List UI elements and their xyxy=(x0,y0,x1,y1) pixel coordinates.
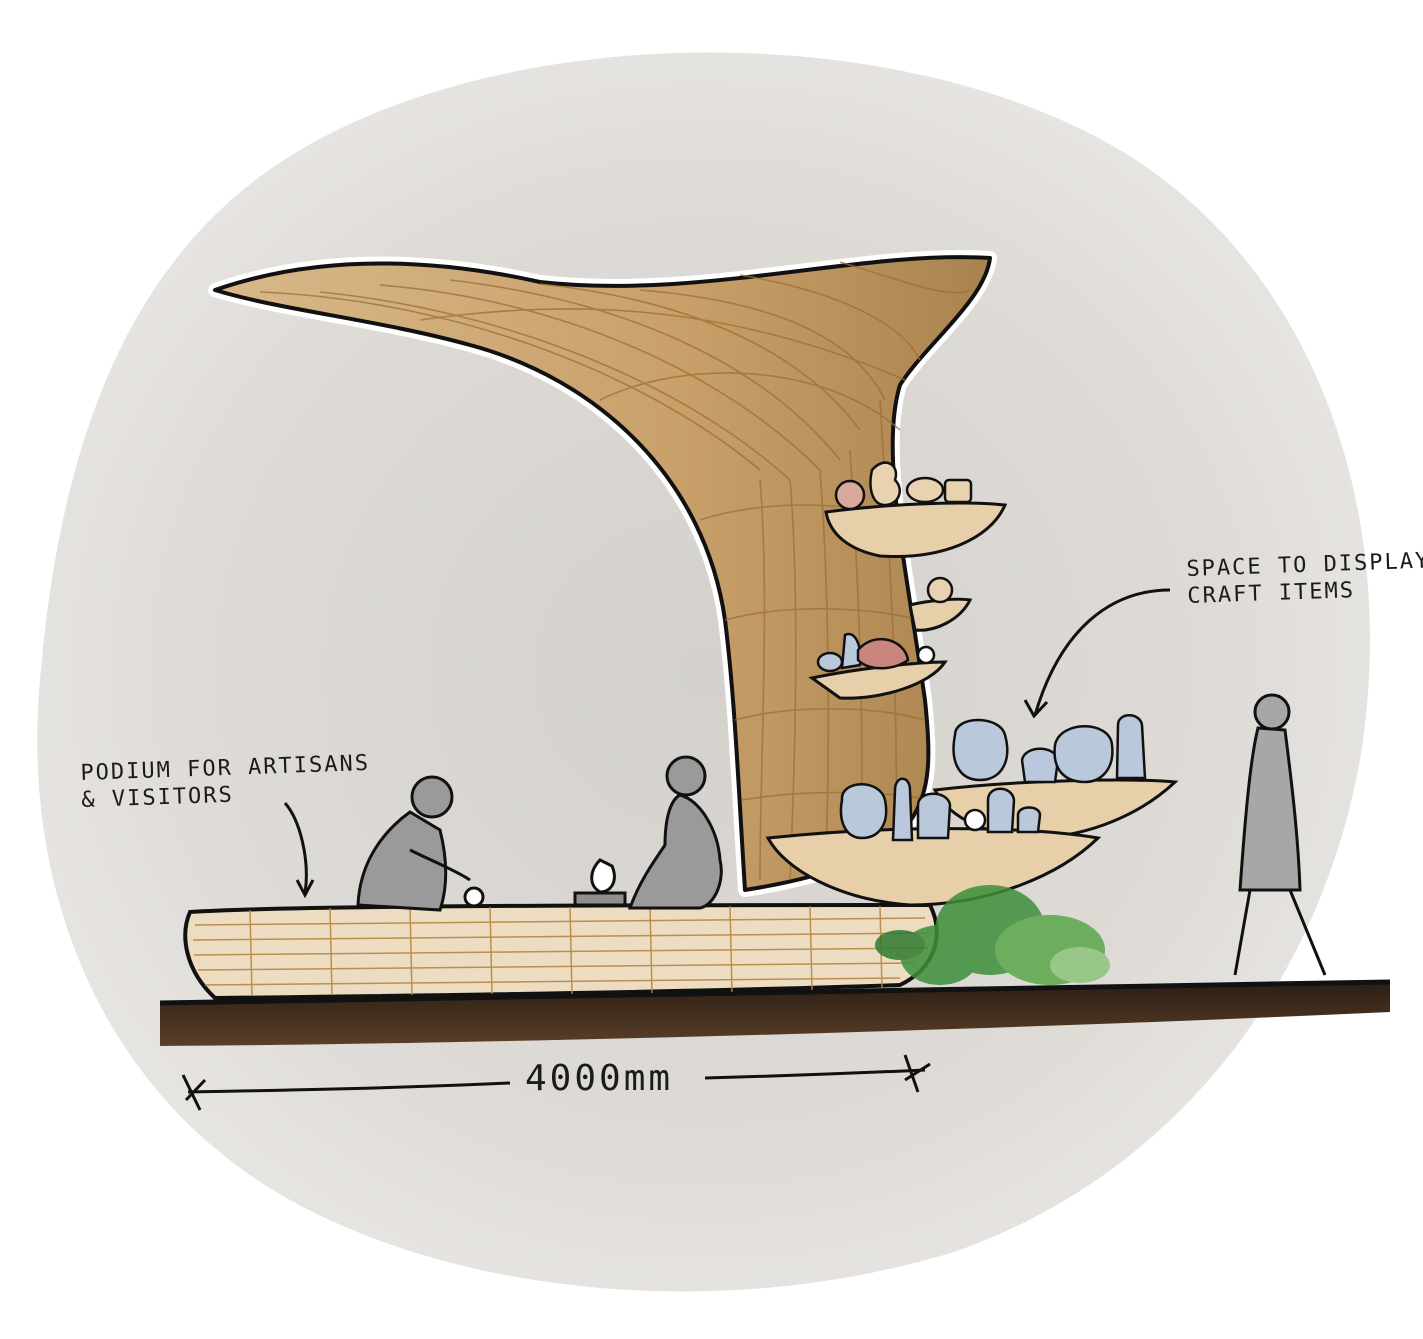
callout-arrows xyxy=(283,588,1171,899)
podium-callout-arrow xyxy=(283,802,308,894)
rattan-canopy-structure xyxy=(208,250,997,897)
podium xyxy=(183,902,939,1001)
seated-artisan-left xyxy=(356,775,485,912)
seated-artisan-right xyxy=(573,755,723,910)
standing-visitor xyxy=(1233,693,1327,976)
dimension-line xyxy=(181,1054,931,1111)
dimension-label: 4000mm xyxy=(525,1058,674,1099)
foliage xyxy=(875,885,1110,985)
backdrop-wash xyxy=(37,52,1370,1292)
podium-annotation: PODIUM FOR ARTISANS & VISITORS xyxy=(80,750,371,814)
craft-items xyxy=(816,461,1147,842)
display-callout-arrow xyxy=(1033,588,1171,716)
display-annotation: SPACE TO DISPLAY CRAFT ITEMS xyxy=(1186,547,1423,609)
display-shelves xyxy=(765,501,1179,907)
